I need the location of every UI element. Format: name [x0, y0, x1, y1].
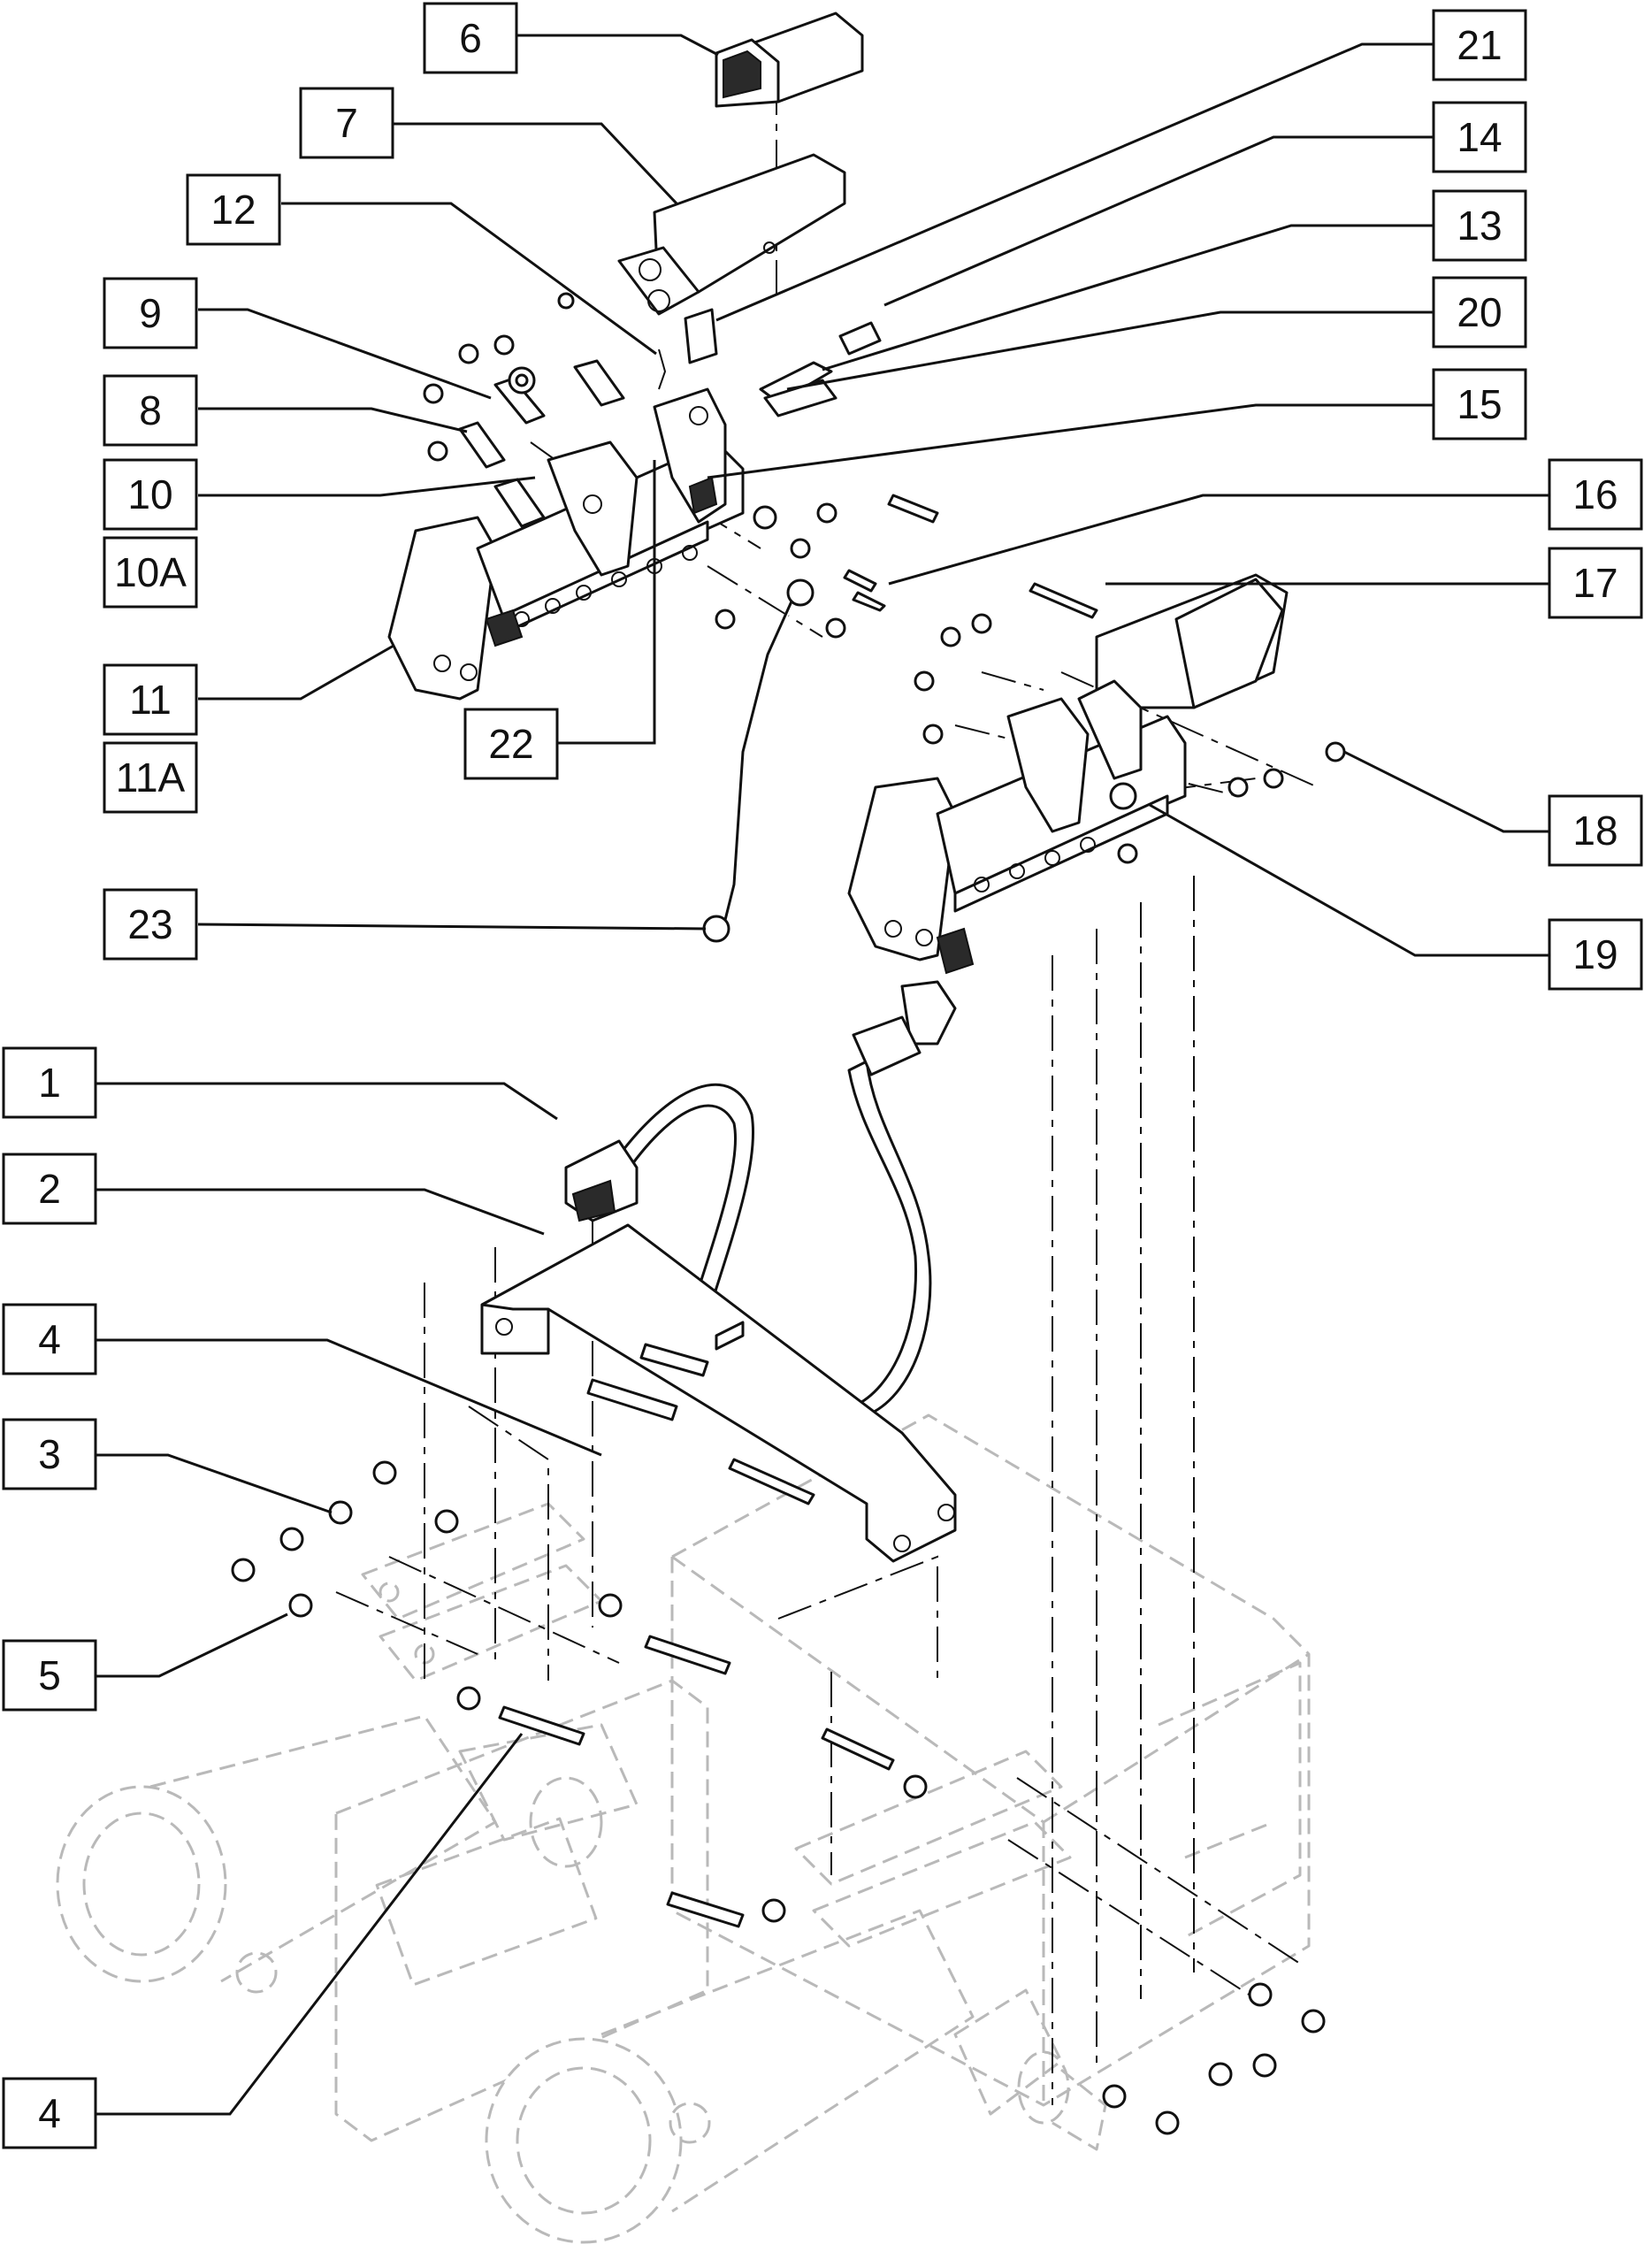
callout-label: 10 — [127, 471, 172, 517]
callout-16: 16 — [1548, 458, 1643, 531]
callout-14: 14 — [1432, 101, 1527, 173]
callout-label: 6 — [459, 15, 482, 61]
callout-20: 20 — [1432, 276, 1527, 349]
callout-11a: 11A — [103, 741, 198, 814]
callout-label: 21 — [1457, 22, 1502, 68]
callout-3: 3 — [2, 1418, 97, 1490]
callout-17: 17 — [1548, 547, 1643, 619]
callout-label: 11 — [129, 677, 172, 723]
callout-label: 12 — [210, 187, 256, 233]
callout-label: 3 — [38, 1431, 61, 1477]
armrest-pad-cap — [715, 11, 864, 108]
callout-12: 12 — [186, 173, 281, 246]
callout-10a: 10A — [103, 536, 198, 609]
mount-bracket — [480, 1223, 957, 1563]
callout-4-lower: 4 — [2, 2077, 97, 2149]
callout-label: 4 — [38, 2090, 61, 2136]
leader-lines — [96, 34, 1549, 2116]
callout-11: 11 — [103, 663, 198, 736]
callout-9: 9 — [103, 277, 198, 349]
right-arm-assembly — [847, 573, 1346, 975]
callout-22: 22 — [463, 708, 559, 780]
callout-6: 6 — [423, 2, 518, 74]
callout-23: 23 — [103, 888, 198, 961]
callout-label: 14 — [1457, 114, 1502, 160]
ground-cable — [702, 578, 815, 943]
callout-label: 8 — [139, 387, 162, 433]
callout-2: 2 — [2, 1153, 97, 1225]
armrest-pad — [617, 153, 846, 316]
callout-label: 11A — [116, 754, 186, 800]
callout-13: 13 — [1432, 189, 1527, 262]
callout-label: 22 — [488, 721, 533, 767]
callout-label: 17 — [1572, 560, 1618, 606]
callout-label: 23 — [127, 901, 172, 947]
callout-label: 20 — [1457, 289, 1502, 335]
callout-1: 1 — [2, 1046, 97, 1119]
callout-label: 9 — [139, 290, 162, 336]
callout-19: 19 — [1548, 918, 1643, 991]
hardware-bolts — [231, 1343, 1326, 2135]
callout-18: 18 — [1548, 794, 1643, 867]
callout-label: 4 — [38, 1316, 61, 1362]
callout-label: 18 — [1572, 808, 1618, 854]
callout-15: 15 — [1432, 368, 1527, 440]
callout-10: 10 — [103, 458, 198, 531]
callout-label: 15 — [1457, 381, 1502, 427]
callout-label: 16 — [1572, 471, 1618, 517]
callout-label: 13 — [1457, 203, 1502, 249]
callout-label: 2 — [38, 1166, 61, 1212]
callout-8: 8 — [103, 374, 198, 447]
callout-7: 7 — [299, 87, 394, 159]
callout-label: 19 — [1572, 931, 1618, 977]
left-arm-assembly — [387, 292, 939, 701]
base-frame-ghost — [56, 1413, 1311, 2244]
callout-label: 5 — [38, 1652, 61, 1698]
callout-5: 5 — [2, 1639, 97, 1712]
callout-4-upper: 4 — [2, 1303, 97, 1375]
callout-label: 10A — [114, 549, 187, 595]
callout-label: 1 — [38, 1060, 61, 1106]
callout-21: 21 — [1432, 9, 1527, 81]
callout-label: 7 — [335, 100, 358, 146]
